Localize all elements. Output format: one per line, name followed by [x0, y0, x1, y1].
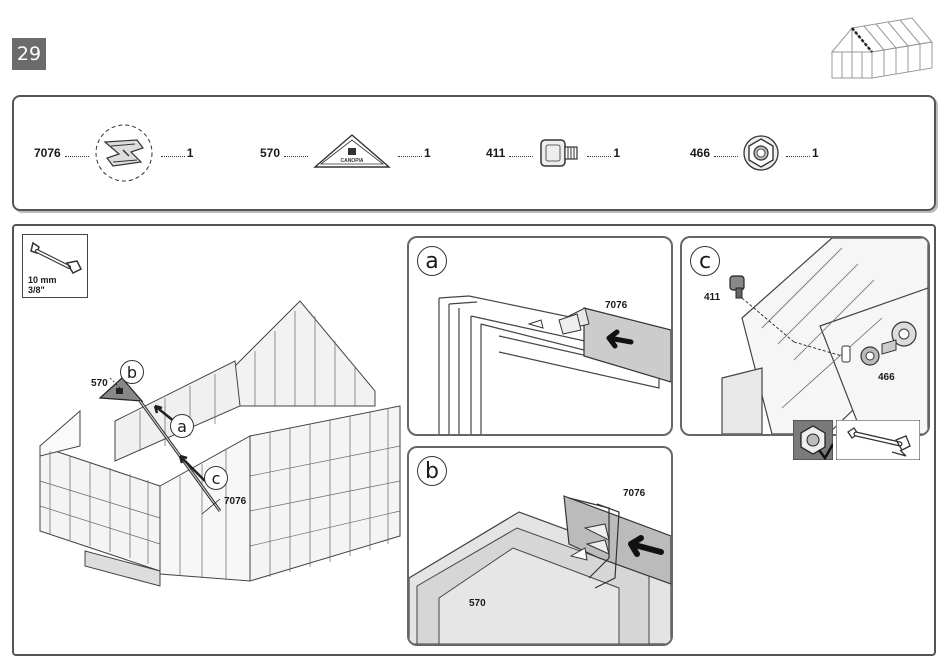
detail-panel-a: a 7076: [407, 236, 673, 436]
wrench-tighten-icon: [836, 420, 920, 460]
part-code: 466: [690, 146, 710, 160]
tool-size-mm: 10 mm: [28, 275, 57, 285]
part-code: 411: [486, 146, 505, 160]
label-7076-detail-a: 7076: [605, 300, 627, 311]
part-qty: 1: [424, 146, 431, 160]
square-head-bolt-icon: [537, 135, 581, 171]
label-411-detail-c: 411: [704, 292, 720, 303]
label-570-overview: 570: [91, 378, 108, 389]
part-item-411: 411 1: [486, 97, 620, 209]
part-code: 7076: [34, 146, 61, 160]
bolt-tightened-inset-icon: [793, 420, 833, 460]
parts-list-box: 7076 1 570 CANOPIA 1 411: [12, 95, 936, 211]
callout-b-detail: b: [417, 456, 447, 486]
greenhouse-overview-illustration: [30, 296, 410, 596]
label-7076-detail-b: 7076: [623, 488, 645, 499]
detail-panel-c: c 411 466: [680, 236, 930, 436]
tool-box: 10 mm 3/8": [22, 234, 88, 298]
callout-c-detail: c: [690, 246, 720, 276]
label-466-detail-c: 466: [878, 372, 895, 383]
part-qty: 1: [613, 146, 620, 160]
tool-size-in: 3/8": [28, 285, 45, 295]
triangle-gable-plate-icon: CANOPIA: [312, 131, 392, 175]
part-item-466: 466 1: [690, 97, 819, 209]
step-number-badge: 29: [12, 38, 46, 70]
part-item-7076: 7076 1: [34, 97, 193, 209]
label-7076-overview: 7076: [224, 496, 246, 507]
detail-c-illustration: [682, 238, 928, 434]
hex-flange-nut-icon: [742, 134, 780, 172]
part-code: 570: [260, 146, 280, 160]
logo-text: CANOPIA: [341, 158, 364, 164]
callout-c-overview: c: [204, 466, 228, 490]
step-number: 29: [17, 43, 41, 65]
label-570-detail-b: 570: [469, 598, 486, 609]
part-qty: 1: [812, 146, 819, 160]
connector-clip-icon: [93, 122, 155, 184]
detail-panel-b: b 7076 570: [407, 446, 673, 646]
wrench-icon: [25, 237, 85, 277]
part-qty: 1: [187, 146, 194, 160]
greenhouse-thumbnail-icon: [828, 12, 938, 82]
detail-a-illustration: [409, 238, 671, 434]
detail-b-illustration: [409, 448, 671, 644]
part-item-570: 570 CANOPIA 1: [260, 97, 431, 209]
callout-a-overview: a: [170, 414, 194, 438]
callout-a-detail: a: [417, 246, 447, 276]
callout-b-overview: b: [120, 360, 144, 384]
